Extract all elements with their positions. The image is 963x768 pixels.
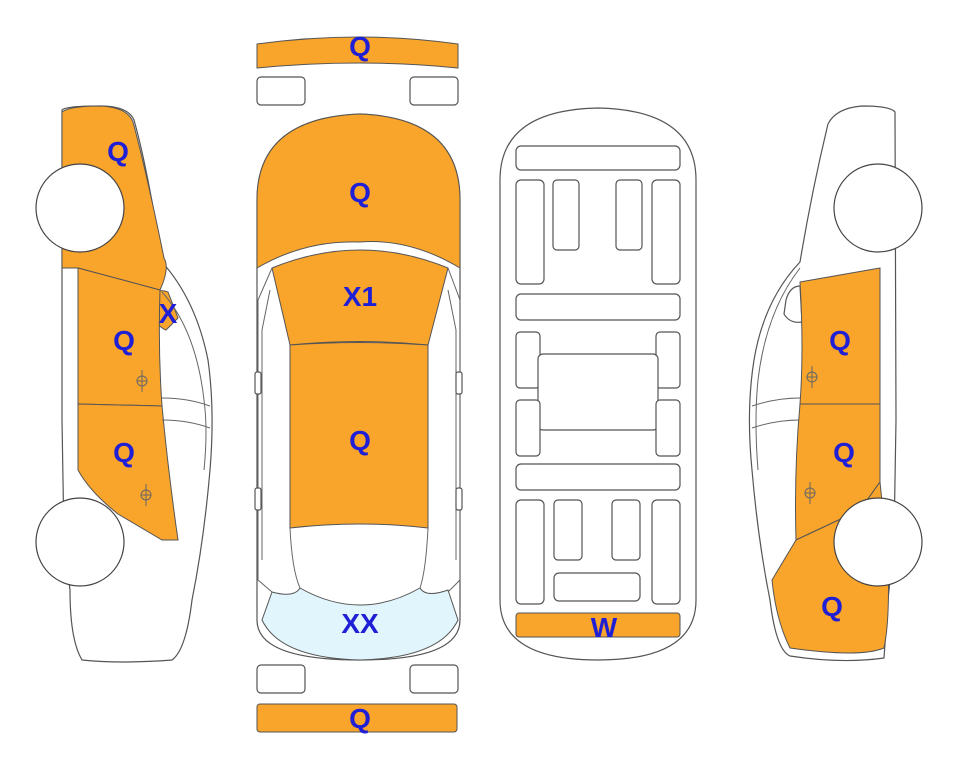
label-left-front-door: Q	[113, 325, 135, 356]
left-side-view: Q X Q Q	[35, 105, 213, 663]
hood	[256, 113, 461, 269]
underbody-rear-rail-right	[651, 499, 681, 605]
underbody-view: W	[499, 107, 697, 661]
left-side-door-handle-rear	[141, 484, 151, 506]
left-side-front-wheel	[35, 163, 125, 253]
label-left-front-fender: Q	[107, 136, 129, 167]
underbody-mid-bar-front	[515, 293, 681, 321]
underbody-sill-left-rear	[515, 399, 541, 457]
right-side-rear-wheel	[833, 497, 923, 587]
left-side-rear-wheel	[35, 497, 125, 587]
rear-bumper	[256, 703, 458, 733]
left-side-window-line	[161, 291, 211, 471]
rear-light-right	[409, 664, 459, 694]
underbody-rear-inner-left	[553, 499, 583, 561]
underbody-sill-right-front	[655, 331, 681, 389]
right-side-window-line	[751, 267, 801, 471]
underbody-front-inner-left	[552, 179, 580, 251]
underbody-rear-bar	[553, 572, 641, 602]
rear-light-left	[256, 664, 306, 694]
underbody-rear-inner-right	[611, 499, 641, 561]
left-side-door-handle-front	[137, 370, 147, 392]
rear-window	[261, 587, 459, 661]
label-right-front-door: Q	[829, 325, 851, 356]
label-front-bumper: Q	[349, 31, 371, 62]
label-windshield: X1	[343, 281, 377, 312]
label-left-mirror-pillar: X	[159, 298, 178, 329]
label-rear-window: XX	[341, 608, 379, 639]
right-side-door-handle-front	[807, 366, 817, 388]
label-left-rear-door: Q	[113, 437, 135, 468]
label-rear-bumper: Q	[349, 703, 371, 734]
front-bumper	[256, 36, 459, 69]
right-side-view: Q Q Q	[748, 105, 923, 662]
label-right-rear-quarter: Q	[821, 591, 843, 622]
side-mirror-right	[455, 371, 463, 395]
left-side-rear-door	[77, 403, 179, 541]
side-handle-left	[254, 487, 262, 511]
underbody-front-rail-left	[515, 179, 545, 285]
label-hood: Q	[349, 177, 371, 208]
underbody-front-rail-right	[651, 179, 681, 285]
left-side-door-handle-rear-knob	[140, 489, 152, 501]
label-underbody-strip: W	[591, 612, 618, 643]
side-handle-right	[455, 487, 463, 511]
underbody-front-inner-right	[615, 179, 643, 251]
right-side-door-handle-rear	[805, 482, 815, 504]
underbody-rear-rail-left	[515, 499, 545, 605]
top-view-inner-lines	[257, 267, 461, 593]
right-side-door-handle-front-knob	[806, 371, 818, 383]
front-light-right	[409, 76, 459, 106]
top-view: Q Q X1 Q XX Q	[254, 31, 463, 734]
underbody-front-bar	[515, 145, 681, 171]
label-right-rear-door: Q	[833, 437, 855, 468]
side-mirror-left	[254, 371, 262, 395]
underbody-rear-strip	[515, 612, 681, 638]
underbody-sill-left-front	[515, 331, 541, 389]
right-side-front-wheel	[833, 163, 923, 253]
underbody-sill-right-rear	[655, 399, 681, 457]
left-side-door-handle-front-knob	[136, 375, 148, 387]
label-roof: Q	[349, 425, 371, 456]
underbody-mid-bar-rear	[515, 463, 681, 491]
front-light-left	[256, 76, 306, 106]
right-side-door-handle-rear-knob	[804, 487, 816, 499]
underbody-tunnel	[537, 353, 659, 431]
